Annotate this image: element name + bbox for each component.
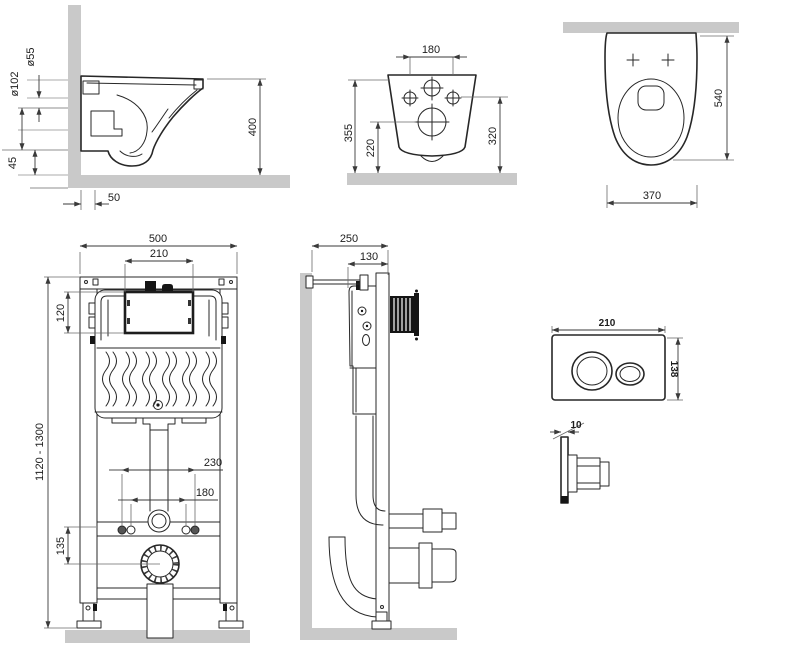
dim-label-d45: 45 <box>7 157 19 169</box>
water-supply-stub <box>388 508 457 533</box>
small-flush-button <box>615 362 645 386</box>
floor-surface <box>300 628 457 640</box>
wall-surface <box>563 22 739 33</box>
dim-label-d55: ø55 <box>25 48 37 67</box>
flush-elbow <box>355 415 386 526</box>
dim-label-d102: ø102 <box>9 71 21 96</box>
dimension-210p <box>551 326 666 333</box>
dimension-135 <box>64 526 96 565</box>
view-frame-front: 500 210 120 1120 - 1300 230 180 135 <box>34 233 250 643</box>
dim-label-d120: 120 <box>55 304 67 322</box>
dimension-50 <box>63 190 109 210</box>
dim-label-d180: 180 <box>422 44 440 56</box>
dimension-370 <box>606 185 698 208</box>
frame-feet <box>76 602 244 629</box>
view-toilet-side: ø55 ø102 45 50 400 <box>2 5 290 210</box>
dimension-540 <box>673 35 734 161</box>
flush-bend-and-pipe <box>111 417 207 512</box>
wall-support-rod <box>305 274 369 291</box>
wc-bracket-row <box>96 509 221 537</box>
dimension-355 <box>348 79 390 174</box>
rail-foot <box>371 611 392 630</box>
toilet-rear-outline <box>387 74 477 162</box>
floor-surface <box>68 175 290 188</box>
dimension-10 <box>550 422 585 440</box>
dim-label-d180b: 180 <box>196 487 214 499</box>
drain-socket <box>64 544 180 584</box>
drain-bend <box>328 536 378 618</box>
dimension-180 <box>396 54 467 75</box>
dimension-lines-left <box>2 75 68 189</box>
plate-front <box>551 334 666 401</box>
bolt-marks <box>626 53 675 67</box>
dim-label-d220: 220 <box>365 139 377 157</box>
wall-surface <box>300 273 312 640</box>
dim-label-d500: 500 <box>149 233 167 245</box>
cistern-profile <box>348 281 377 415</box>
dim-label-d320: 320 <box>487 127 499 145</box>
dimension-500 <box>79 243 238 274</box>
toilet-top-outline <box>604 32 698 166</box>
dim-label-d230: 230 <box>204 457 222 469</box>
dimension-210 <box>124 258 194 292</box>
dim-label-d135: 135 <box>55 537 67 555</box>
view-toilet-rear: 180 355 220 320 <box>343 44 517 185</box>
lower-crossbar <box>96 583 221 639</box>
dimension-height <box>44 276 80 629</box>
vent-fitting <box>162 284 173 291</box>
dimension-320 <box>461 96 508 174</box>
drain-outlet <box>388 542 457 589</box>
dim-label-d540: 540 <box>713 89 725 107</box>
dimension-180 <box>118 497 218 526</box>
wall-surface <box>68 5 81 188</box>
dim-label-height: 1120 - 1300 <box>34 423 46 481</box>
dim-label-d138: 138 <box>668 361 679 378</box>
dim-label-d10: 10 <box>570 420 582 431</box>
dim-label-d370: 370 <box>643 190 661 202</box>
dim-label-d400: 400 <box>247 118 259 136</box>
access-window-clips <box>127 300 191 324</box>
inlet-fitting <box>145 281 156 291</box>
dim-label-d210p: 210 <box>599 318 616 329</box>
dimension-400 <box>207 78 266 176</box>
corrugated-connector <box>390 289 419 341</box>
dimension-138 <box>667 337 683 401</box>
view-toilet-top: 540 370 <box>563 22 739 208</box>
plate-side-view <box>560 436 610 504</box>
dimension-120 <box>64 291 124 334</box>
dim-label-d210: 210 <box>150 248 168 260</box>
toilet-side-outline <box>80 75 204 167</box>
dim-label-d355: 355 <box>343 124 355 142</box>
big-flush-button <box>571 351 613 391</box>
floor-surface <box>347 173 517 185</box>
view-frame-side: 250 130 <box>300 233 457 640</box>
view-flush-plate: 210 138 10 <box>550 318 683 504</box>
dim-label-d130: 130 <box>360 251 378 263</box>
frame-rail <box>375 272 390 623</box>
access-window <box>123 290 195 335</box>
dim-label-d50: 50 <box>108 192 120 204</box>
dimension-220 <box>370 121 416 174</box>
frame-structure <box>79 276 238 604</box>
insulation-waves <box>102 351 217 407</box>
dimension-130 <box>347 261 389 288</box>
dim-label-d250: 250 <box>340 233 358 245</box>
